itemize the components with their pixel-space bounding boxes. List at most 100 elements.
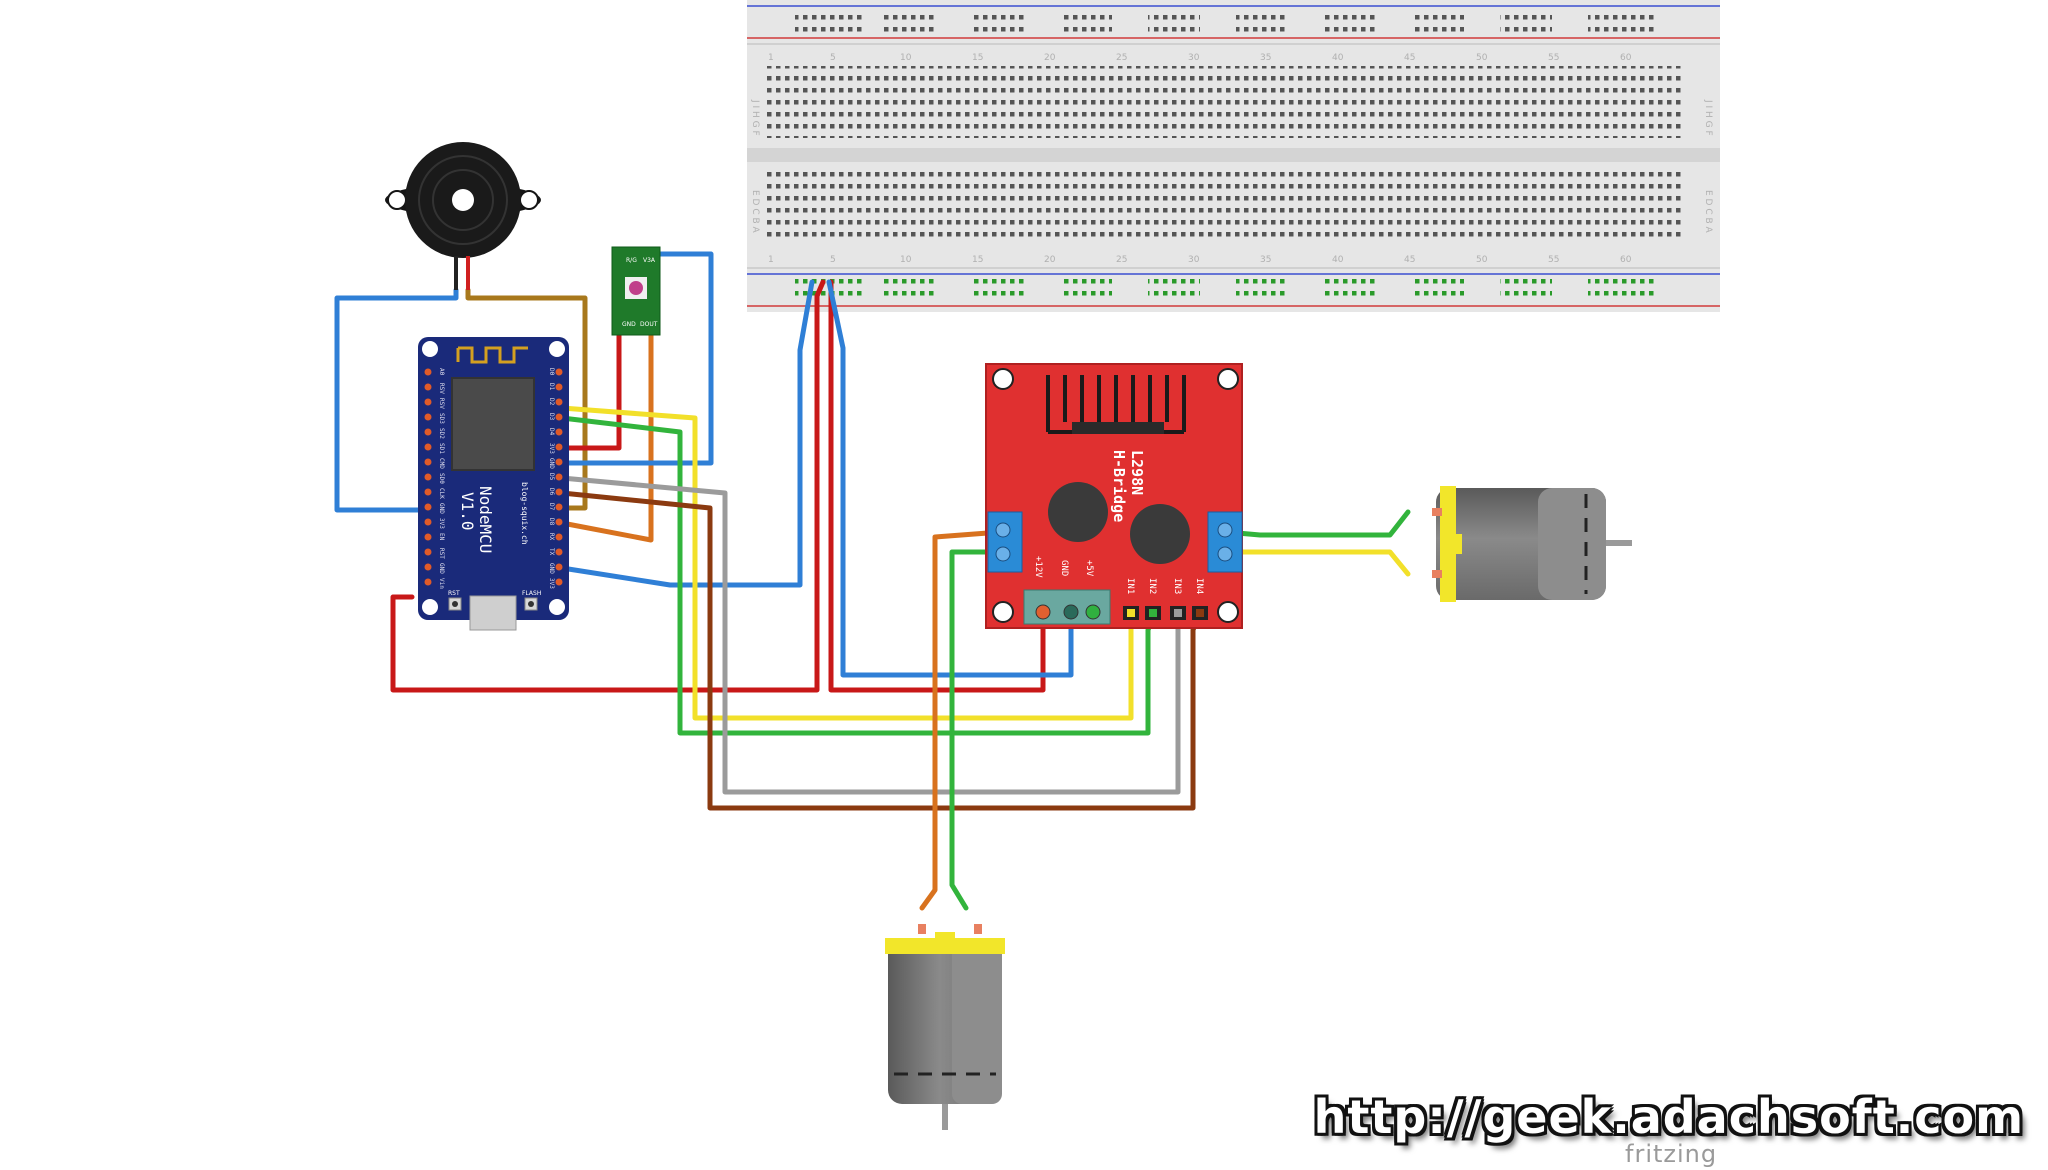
pin-label-right: D0 <box>548 368 555 376</box>
buzzer <box>385 142 541 290</box>
pin-label-left: SD3 <box>438 413 445 424</box>
wire-blue-bb <box>559 279 815 588</box>
nodemcu-title: NodeMCU <box>476 486 495 553</box>
wire-ochre-buzzer <box>465 287 588 511</box>
wire-blue-bb2 <box>826 279 1074 678</box>
bb-col-label: 25 <box>1116 53 1127 63</box>
pin-label-right: 3V3 <box>548 578 555 589</box>
input-label: IN1 <box>1125 578 1135 594</box>
pin-label-right: D6 <box>548 488 555 496</box>
bb-col-label: 30 <box>1188 255 1200 265</box>
nodemcu-site: blog-squix.ch <box>520 482 529 545</box>
wire-yellow-in1 <box>559 405 1134 721</box>
pin-label-right: D1 <box>548 383 555 391</box>
pin-label-left: RSV <box>438 383 445 394</box>
bb-row-labels: J I H G F <box>750 99 760 136</box>
pin-label-left: Vin <box>438 578 445 589</box>
nodemcu-version: V1.0 <box>458 492 477 531</box>
wire-orange-led <box>559 327 654 543</box>
bb-col-label: 45 <box>1404 53 1415 63</box>
pin-label-right: GND <box>548 458 555 469</box>
pin-label-left: GND <box>438 503 445 514</box>
dc-motor-right <box>1432 486 1632 602</box>
bb-col-label: 1 <box>768 255 774 265</box>
fritzing-logo: fritzing <box>1625 1140 1718 1168</box>
wire-green-motor <box>949 549 1004 911</box>
pin-label-right: D8 <box>548 518 555 526</box>
bb-col-label: 35 <box>1260 255 1271 265</box>
bb-col-label: 60 <box>1620 53 1632 63</box>
pin-label-left: 3V3 <box>438 518 445 529</box>
wire-yellow-motor2 <box>1223 549 1411 577</box>
pin-label-right: TX <box>548 548 555 556</box>
dc-motor-bottom <box>885 924 1005 1130</box>
bb-col-label: 60 <box>1620 255 1632 265</box>
pin-label-left: A0 <box>438 368 445 376</box>
power-label: +12V <box>1033 556 1043 578</box>
bb-col-label: 30 <box>1188 53 1200 63</box>
wire-green-motor2 <box>1223 509 1411 538</box>
pin-label-left: CLK <box>438 488 445 499</box>
bb-col-label: 50 <box>1476 255 1488 265</box>
bb-col-label: 1 <box>768 53 774 63</box>
led-pin-label: V3A <box>643 257 656 264</box>
bb-row-labels: J I H G F <box>1703 99 1713 136</box>
wire-red-led <box>559 327 622 451</box>
wire-blue-led <box>559 251 714 466</box>
bb-col-label: 45 <box>1404 255 1415 265</box>
pin-label-left: SD2 <box>438 428 445 439</box>
power-label: +5V <box>1084 560 1094 577</box>
watermark-url: http://geek.adachsoft.com <box>1313 1090 2024 1144</box>
bb-row-labels: E D C B A <box>1703 190 1713 234</box>
bb-col-label: 5 <box>830 255 836 265</box>
bb-col-label: 5 <box>830 53 836 63</box>
led-pin-label: DOUT <box>640 321 658 328</box>
hbridge-name-label: H-Bridge <box>1110 450 1128 522</box>
pin-label-left: SD0 <box>438 473 445 484</box>
rst-label: RST <box>448 590 460 597</box>
bb-col-label: 15 <box>972 255 983 265</box>
bb-col-label: 10 <box>900 255 912 265</box>
bb-col-label: 55 <box>1548 255 1559 265</box>
wire-gray-in3 <box>559 475 1181 795</box>
pin-label-right: RX <box>548 533 555 541</box>
wire-orange-motor <box>919 529 1004 911</box>
pin-label-right: 3V3 <box>548 443 555 454</box>
pin-label-left: SD1 <box>438 443 445 454</box>
bb-col-label: 35 <box>1260 53 1271 63</box>
input-label: IN2 <box>1147 578 1157 594</box>
bb-col-label: 40 <box>1332 53 1344 63</box>
pin-label-right: D2 <box>548 398 555 406</box>
nodemcu-board: A0 RSV RSV SD3 SD2 SD1 CMD SD0 CLK GND 3… <box>418 337 569 631</box>
pin-label-right: D5 <box>548 473 555 481</box>
bb-col-label: 20 <box>1044 53 1056 63</box>
pin-label-right: D3 <box>548 413 555 421</box>
hbridge-chip-label: L298N <box>1128 450 1146 495</box>
pin-label-left: CMD <box>438 458 445 469</box>
led-module: R/G V3A GND DOUT <box>611 246 661 336</box>
wire-red-bb <box>390 279 826 693</box>
pin-label-right: D7 <box>548 503 555 511</box>
led-pin-label: R/G <box>626 257 637 264</box>
pin-label-left: EN <box>438 533 445 541</box>
bb-col-label: 40 <box>1332 255 1344 265</box>
bb-col-label: 15 <box>972 53 983 63</box>
wire-blue-buzzer <box>334 287 459 513</box>
input-label: IN3 <box>1172 578 1182 594</box>
bb-col-label: 25 <box>1116 255 1127 265</box>
pin-label-left: RST <box>438 548 445 559</box>
flash-label: FLASH <box>522 590 541 597</box>
pin-label-left: GND <box>438 563 445 574</box>
bb-row-labels: E D C B A <box>750 190 760 234</box>
pin-label-left: RSV <box>438 398 445 409</box>
bb-col-label: 20 <box>1044 255 1056 265</box>
pin-label-right: GND <box>548 563 555 574</box>
bb-col-label: 55 <box>1548 53 1559 63</box>
led-pin-label: GND <box>622 321 636 328</box>
input-label: IN4 <box>1194 578 1204 594</box>
breadboard: 1 5 10 15 20 25 30 35 40 45 50 55 60 1 5… <box>747 0 1720 312</box>
power-label: GND <box>1059 560 1069 576</box>
bb-col-label: 10 <box>900 53 912 63</box>
bb-col-label: 50 <box>1476 53 1488 63</box>
